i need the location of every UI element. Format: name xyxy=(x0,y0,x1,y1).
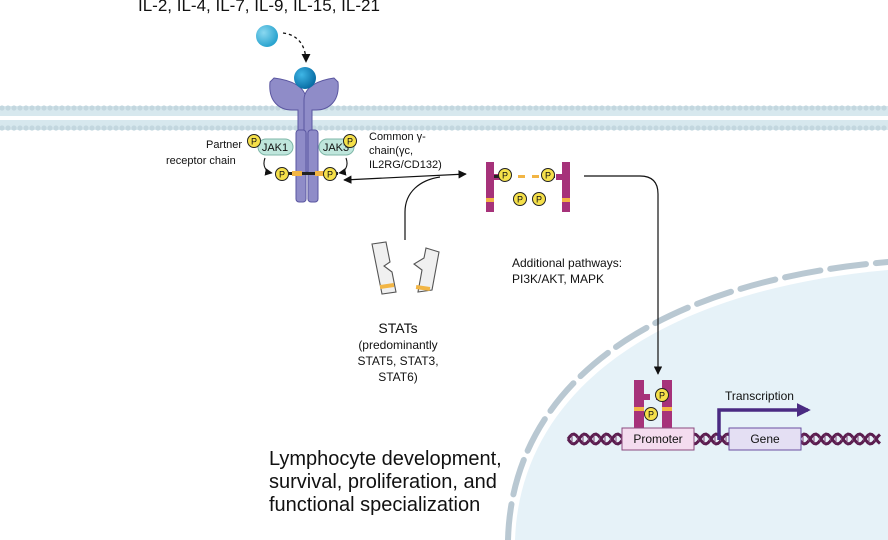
stats-label-line-3: STAT5, STAT3, xyxy=(357,354,439,368)
gene-label: Gene xyxy=(750,432,780,446)
stat-recruit-line xyxy=(404,176,441,240)
phosphate-2: P xyxy=(275,167,289,181)
svg-text:P: P xyxy=(251,137,257,147)
binding-arrow xyxy=(282,32,311,63)
cytokine-receptor xyxy=(269,77,339,203)
svg-text:P: P xyxy=(536,195,542,205)
svg-text:P: P xyxy=(517,195,523,205)
stats-label-line-2: (predominantly xyxy=(358,338,438,352)
outcome-line-2: survival, proliferation, and xyxy=(269,471,497,493)
jak1-kinase: JAK1 xyxy=(257,138,294,156)
nuclear-envelope xyxy=(505,259,888,540)
receptor-stat-arrow xyxy=(343,170,467,184)
transcription-arrow xyxy=(717,403,811,440)
jak1-phospho-arrow xyxy=(263,157,273,176)
partner-chain-label-2: receptor chain xyxy=(166,155,236,167)
phosphate-4: P xyxy=(498,168,512,182)
transcription-label: Transcription xyxy=(725,389,794,403)
nucleus xyxy=(505,259,888,540)
svg-text:P: P xyxy=(347,137,353,147)
svg-text:P: P xyxy=(648,410,654,420)
bound-cytokine xyxy=(294,67,316,89)
partner-chain-label-1: Partner xyxy=(206,139,243,151)
common-chain-label-2: chain(γc, xyxy=(369,145,414,157)
phosphate-0: P xyxy=(247,134,261,148)
common-chain-label-3: IL2RG/CD132) xyxy=(369,159,442,171)
jak1-label: JAK1 xyxy=(262,142,288,154)
promoter-label: Promoter xyxy=(633,432,683,446)
svg-text:P: P xyxy=(327,170,333,180)
stat-dimer-activated xyxy=(486,162,570,212)
phosphate-8: P xyxy=(655,388,669,402)
stats-label-line-1: STATs xyxy=(378,320,418,336)
phosphate-9: P xyxy=(644,407,658,421)
outcome-line-3: functional specialization xyxy=(269,494,481,516)
svg-text:P: P xyxy=(659,391,665,401)
stats-label-line-4: STAT6) xyxy=(378,370,418,384)
stat-monomers-inactive xyxy=(371,241,440,295)
phosphate-7: P xyxy=(532,192,546,206)
outcome-line-1: Lymphocyte development, xyxy=(269,448,502,470)
svg-text:P: P xyxy=(279,170,285,180)
pathways-label-1: Additional pathways: xyxy=(512,256,623,270)
svg-text:P: P xyxy=(502,171,508,181)
jak3-phospho-arrow xyxy=(338,157,348,176)
nuclear-translocation-arrow xyxy=(584,175,663,375)
outcome-label: Lymphocyte development, survival, prolif… xyxy=(269,448,502,517)
common-chain-label-1: Common γ- xyxy=(369,131,426,143)
phosphate-3: P xyxy=(323,167,337,181)
cytokine-list: IL-2, IL-4, IL-7, IL-9, IL-15, IL-21 xyxy=(138,0,380,15)
jak3-label: JAK3 xyxy=(323,142,349,154)
cell-membrane xyxy=(0,105,888,131)
promoter-box xyxy=(621,427,695,451)
phosphate-5: P xyxy=(541,168,555,182)
free-cytokine xyxy=(256,25,278,47)
pathways-label-2: PI3K/AKT, MAPK xyxy=(512,272,605,286)
phosphate-6: P xyxy=(513,192,527,206)
gene-box xyxy=(728,427,802,451)
phosphate-1: P xyxy=(343,134,357,148)
stats-label: STATs (predominantly STAT5, STAT3, STAT6… xyxy=(342,319,454,385)
svg-text:P: P xyxy=(545,171,551,181)
